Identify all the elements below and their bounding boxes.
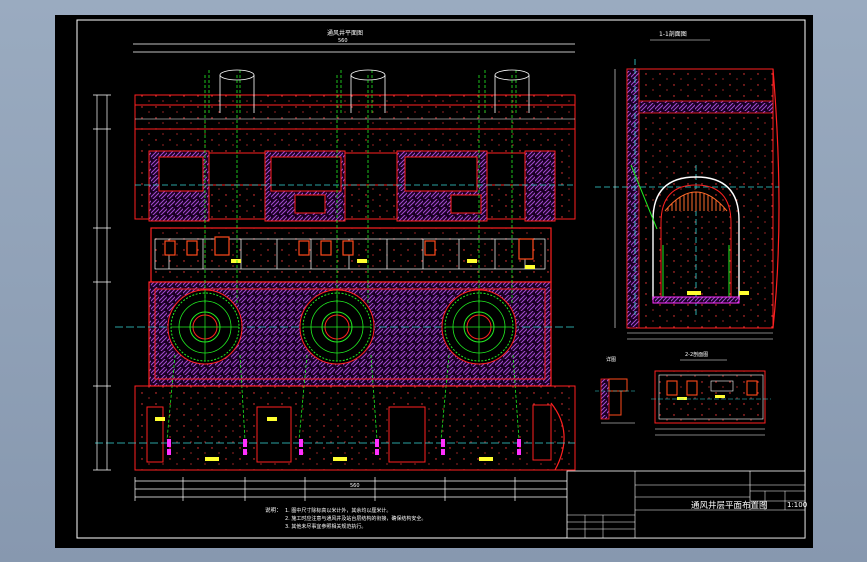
dim-top-total: 560 (338, 38, 348, 44)
main-plan: 通风井平面图 560 (93, 29, 576, 530)
detail-view-label: 2-2剖面图 (685, 351, 708, 358)
detail-view: 2-2剖面图 (651, 351, 771, 436)
note-line-2: 2. 施工时应注意与通风井及站台层结构的衔接，确保结构安全。 (285, 515, 426, 522)
notes-heading: 说明： (265, 506, 282, 514)
dim-bottom-total: 560 (350, 483, 360, 489)
notes: 说明： 1. 图中尺寸除标高以米计外，其余均以厘米计。 2. 施工时应注意与通风… (265, 506, 426, 530)
small-detail-label: 详图 (606, 356, 616, 363)
section-view: 1-1剖面图 (595, 30, 780, 340)
fan-3 (441, 289, 517, 365)
small-detail: 详图 (595, 356, 635, 424)
drawing-title: 通风井层平面布置图 (691, 500, 768, 511)
fan-2 (299, 289, 375, 365)
note-line-3: 3. 其他未尽事宜参照相关规范执行。 (285, 523, 366, 530)
main-plan-label: 通风井平面图 (327, 29, 363, 37)
section-view-label: 1-1剖面图 (659, 30, 687, 38)
fan-1 (167, 289, 243, 365)
title-block: 通风井层平面布置图 1:100 (566, 470, 807, 539)
note-line-1: 1. 图中尺寸除标高以米计外，其余均以厘米计。 (285, 507, 391, 514)
drawing-sheet: 通风井平面图 560 (55, 15, 813, 548)
drawing-scale: 1:100 (787, 501, 807, 509)
outer-frame (76, 19, 806, 539)
cad-drawing: 通风井平面图 560 (76, 19, 807, 539)
